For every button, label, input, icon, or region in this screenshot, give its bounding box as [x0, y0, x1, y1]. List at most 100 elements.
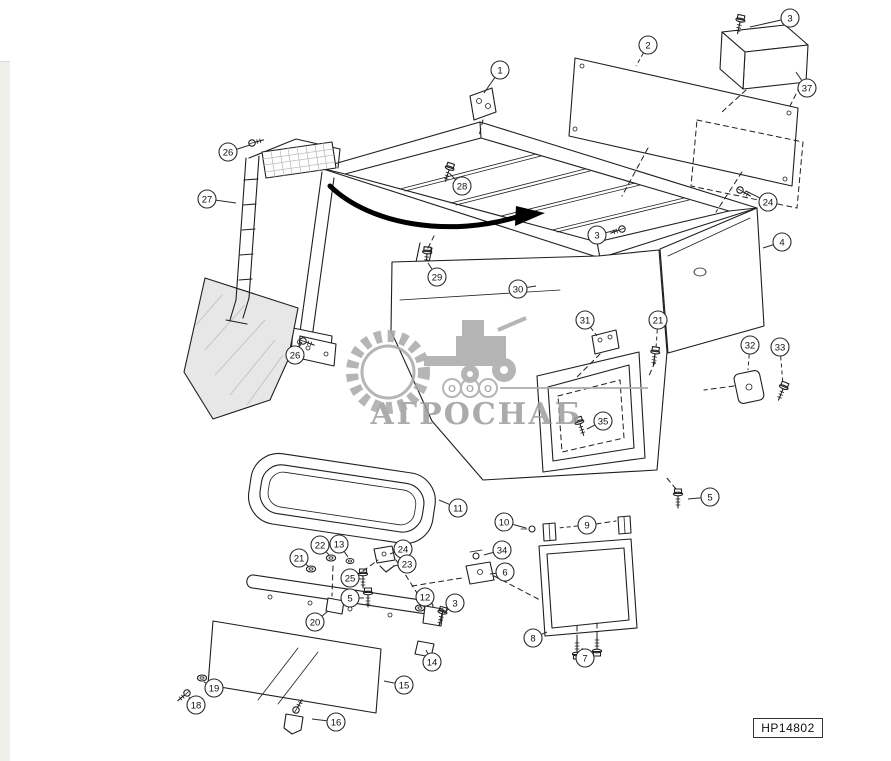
callout-leader-line: [527, 285, 537, 288]
watermark-harvester-icon: [424, 316, 527, 383]
callout-32: 32: [740, 335, 760, 371]
callout-leader-line: [427, 262, 433, 270]
callout-number: 11: [453, 503, 463, 514]
callout-bubble: [305, 612, 325, 632]
ladder-drawing: [225, 136, 341, 325]
callout-34: 34: [483, 540, 512, 560]
callout-bubble: [593, 411, 613, 431]
callout-bubble: [340, 588, 360, 608]
upper-panel-drawing: [568, 57, 804, 213]
callout-21: 21: [289, 548, 310, 568]
callout-number: 20: [310, 617, 321, 628]
callout-number: 24: [763, 197, 774, 208]
callout-leader-line: [236, 144, 251, 150]
callout-leader-line: [438, 499, 450, 505]
callout-6: 6: [489, 562, 515, 582]
callout-number: 27: [202, 194, 213, 205]
callout-bubble: [394, 675, 414, 695]
callout-number: 16: [331, 717, 342, 728]
callout-29: 29: [427, 262, 447, 287]
watermark-llc-letter: О: [448, 384, 456, 395]
callout-leader-line: [449, 173, 456, 180]
callout-leader-line: [188, 696, 191, 699]
callout-bubble: [587, 225, 607, 245]
callout-number: 21: [294, 553, 305, 564]
callout-leader-line: [343, 551, 349, 558]
callout-leader-line: [557, 525, 578, 529]
callout-leader-line: [795, 71, 803, 81]
callout-bubble: [289, 548, 309, 568]
callout-26: 26: [218, 142, 251, 162]
callout-number: 19: [209, 683, 220, 694]
callout-33: 33: [770, 337, 790, 386]
callout-bubble: [648, 310, 668, 330]
callout-13: 13: [329, 534, 349, 558]
callout-4: 4: [762, 232, 792, 252]
left-cowl-drawing: [183, 277, 299, 420]
callout-26: 26: [285, 341, 305, 365]
callout-number: 24: [398, 544, 409, 555]
callout-23: 23: [392, 554, 417, 574]
callout-15: 15: [383, 675, 414, 695]
watermark-llc-circle: [478, 378, 498, 398]
callout-number: 10: [499, 517, 510, 528]
callout-leader-line: [326, 551, 330, 556]
watermark-company-name: АГРОСНАБ: [370, 397, 582, 432]
callout-leader-line: [489, 572, 496, 575]
callout-bubble: [326, 712, 346, 732]
callout-22: 22: [310, 535, 330, 556]
callout-leader-line: [203, 681, 207, 684]
glass-panel-drawing: [175, 620, 382, 735]
callout-9: 9: [557, 515, 597, 535]
callout-leader-line: [419, 605, 422, 608]
callout-leader-line: [635, 52, 644, 67]
callout-number: 12: [420, 592, 431, 603]
callout-number: 23: [402, 559, 413, 570]
callout-bubble: [492, 540, 512, 560]
callout-bubble: [523, 628, 543, 648]
watermark-llc-letter: О: [484, 384, 492, 395]
callout-number: 7: [582, 653, 587, 664]
callout-21: 21: [648, 310, 668, 349]
callout-28: 28: [449, 173, 472, 196]
callout-number: 5: [347, 593, 352, 604]
drawing-number-text: HP14802: [761, 721, 815, 735]
watermark-llc-letter: О: [466, 384, 474, 395]
callout-bubble: [427, 267, 447, 287]
callout-number: 2: [645, 40, 650, 51]
callout-bubble: [495, 562, 515, 582]
callout-number: 31: [580, 315, 591, 326]
callout-bubble: [329, 534, 349, 554]
callout-24: 24: [745, 190, 778, 212]
callout-leader-line: [745, 190, 760, 199]
page-margin-strip: [0, 0, 10, 761]
callout-5: 5: [687, 487, 720, 507]
callout-number: 35: [598, 416, 609, 427]
callout-bubble: [397, 554, 417, 574]
callout-leader-line: [541, 631, 548, 635]
callout-10: 10: [494, 512, 527, 532]
drawing-number-label: HP14802: [753, 718, 823, 738]
callout-number: 8: [530, 633, 535, 644]
callout-27: 27: [197, 189, 237, 209]
callout-number: 3: [787, 13, 792, 24]
callout-leader-line: [216, 199, 237, 204]
callout-number: 4: [779, 237, 784, 248]
callout-number: 1: [497, 65, 502, 76]
callout-number: 22: [315, 540, 326, 551]
callout-number: 26: [223, 147, 234, 158]
callout-number: 9: [584, 520, 589, 531]
callout-bubble: [638, 35, 658, 55]
callout-3: 3: [443, 593, 465, 614]
callout-number: 29: [432, 272, 443, 283]
callout-leader-line: [425, 649, 429, 654]
rear-frame-drawing: [465, 515, 638, 660]
callout-number: 5: [707, 492, 712, 503]
callout-bubble: [494, 512, 514, 532]
callout-5: 5: [340, 588, 364, 608]
callout-bubble: [772, 232, 792, 252]
callout-bubble: [700, 487, 720, 507]
callout-8: 8: [523, 628, 548, 648]
